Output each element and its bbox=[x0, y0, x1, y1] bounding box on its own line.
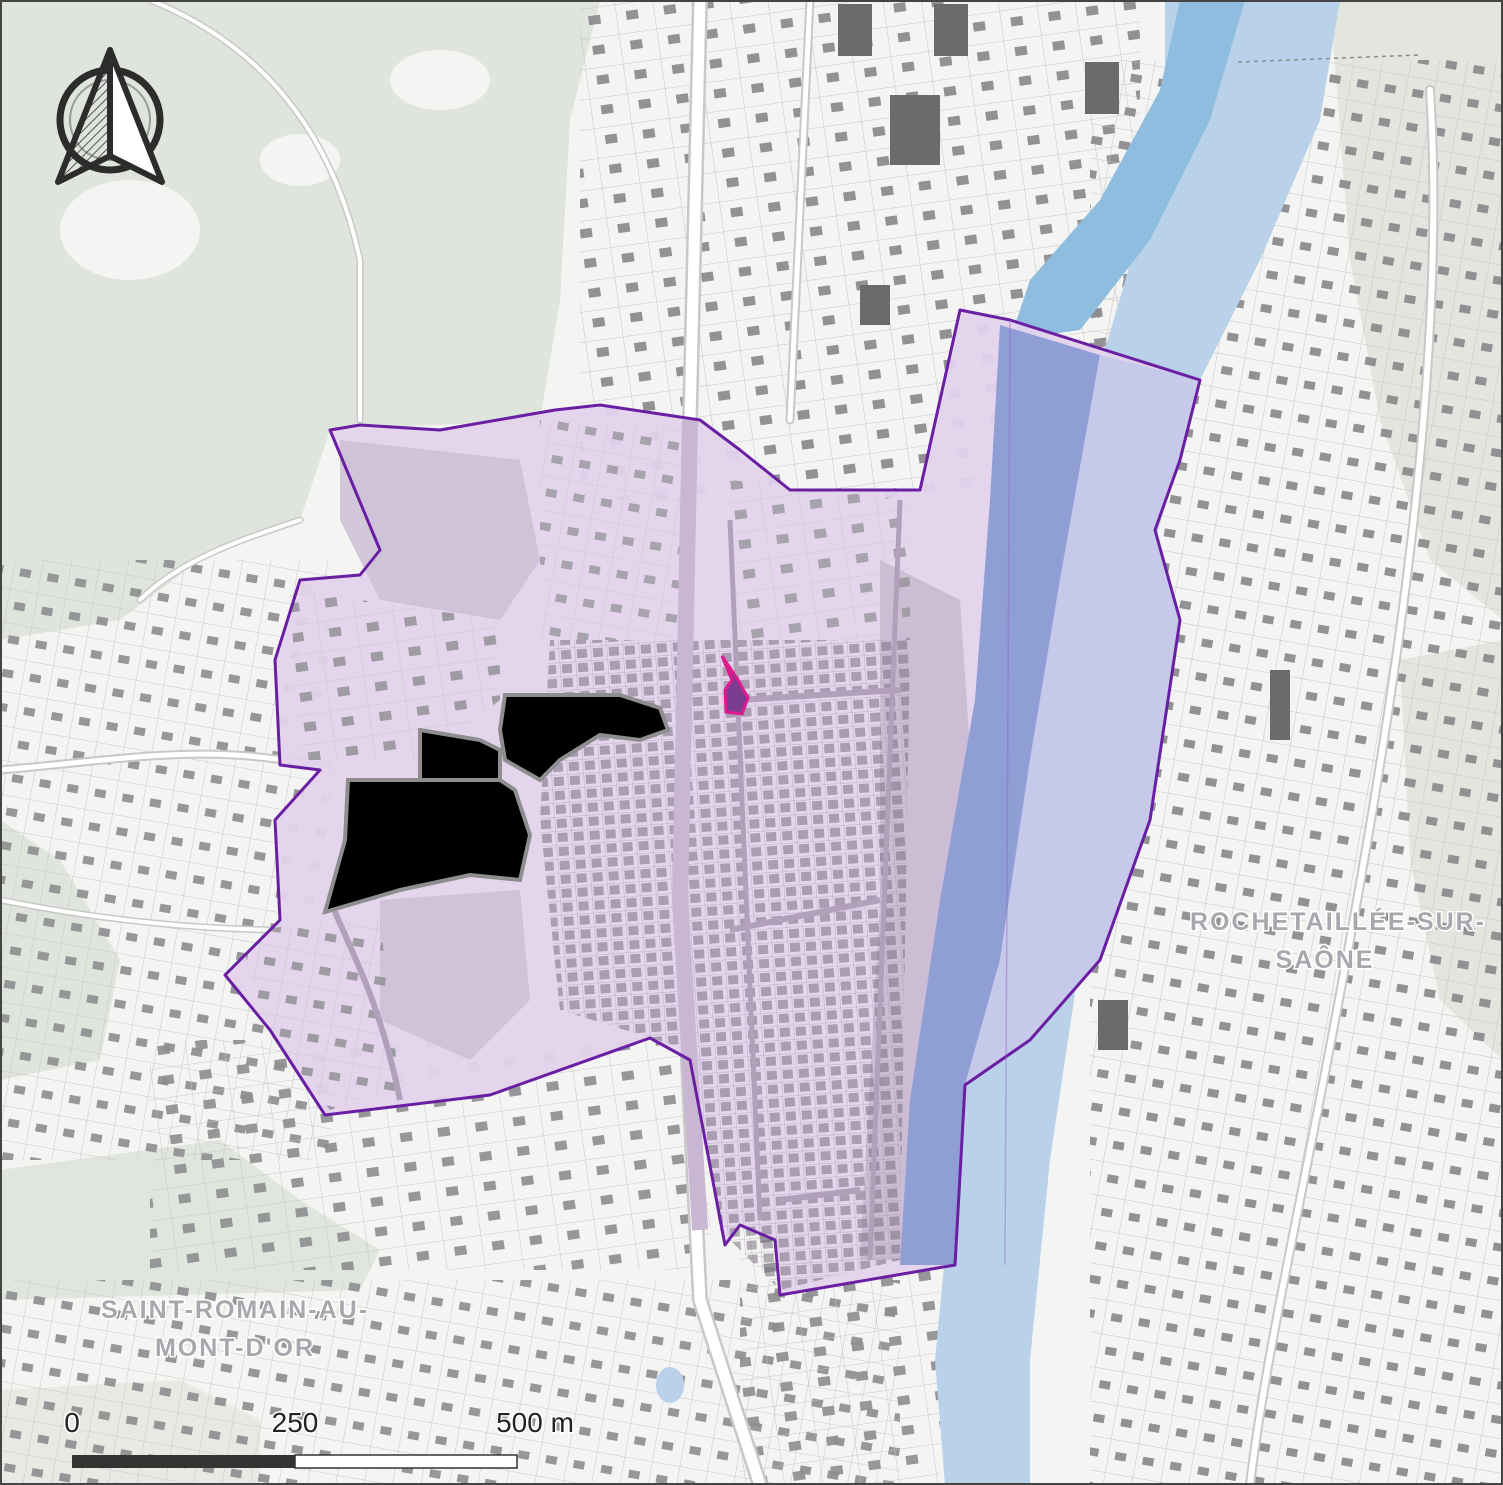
river-saone bbox=[656, 0, 1340, 1485]
scale-bar-segment-light bbox=[294, 1454, 518, 1469]
place-label-saint-romain-line1: SAINT-ROMAIN-AU- bbox=[101, 1296, 369, 1324]
scale-tick-0: 0 bbox=[64, 1407, 80, 1438]
place-label-saint-romain-line2: MONT-D'OR bbox=[155, 1334, 315, 1362]
scale-bar: 0 250 500 m bbox=[63, 1406, 575, 1469]
scale-bar-segment-dark bbox=[72, 1455, 295, 1468]
place-label-rochetaillee-line2: SAÔNE bbox=[1276, 944, 1375, 974]
excluded-parcels bbox=[322, 693, 671, 915]
place-label-rochetaillee-line1: ROCHETAILLÉE-SUR- bbox=[1190, 907, 1486, 936]
scale-tick-250: 250 bbox=[272, 1407, 319, 1438]
highlight-building[interactable] bbox=[720, 655, 750, 716]
study-area[interactable] bbox=[223, 308, 1202, 1297]
scale-tick-500: 500 m bbox=[496, 1407, 574, 1438]
north-arrow-icon bbox=[55, 47, 165, 185]
place-labels: SAINT-ROMAIN-AU- MONT-D'OR ROCHETAILLÉE-… bbox=[99, 906, 1486, 1364]
